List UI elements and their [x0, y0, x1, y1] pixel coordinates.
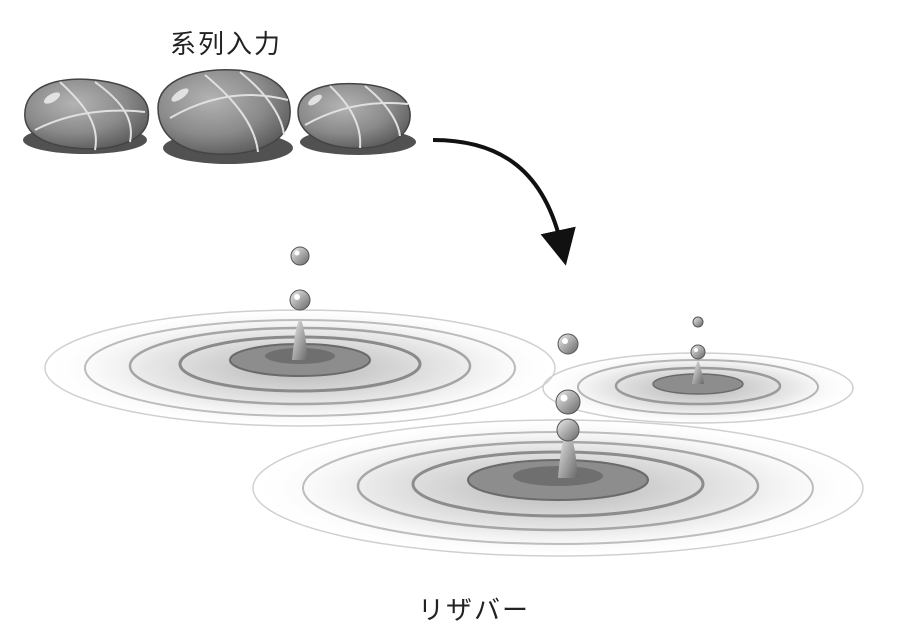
- stone-3: [297, 82, 416, 155]
- ripple-right: [538, 350, 858, 426]
- ripple-left: [40, 306, 560, 430]
- reservoir-label: リザバー: [418, 596, 531, 626]
- stones-group: [23, 69, 416, 164]
- stone-1: [23, 78, 150, 154]
- series-input-label: 系列入力: [170, 30, 283, 60]
- flow-arrow: [432, 138, 576, 266]
- stone-2: [157, 69, 293, 164]
- splash-left: [289, 246, 311, 360]
- ripple-bottom: [248, 416, 868, 560]
- splash-right: [690, 316, 706, 384]
- splash-bottom: [555, 333, 581, 478]
